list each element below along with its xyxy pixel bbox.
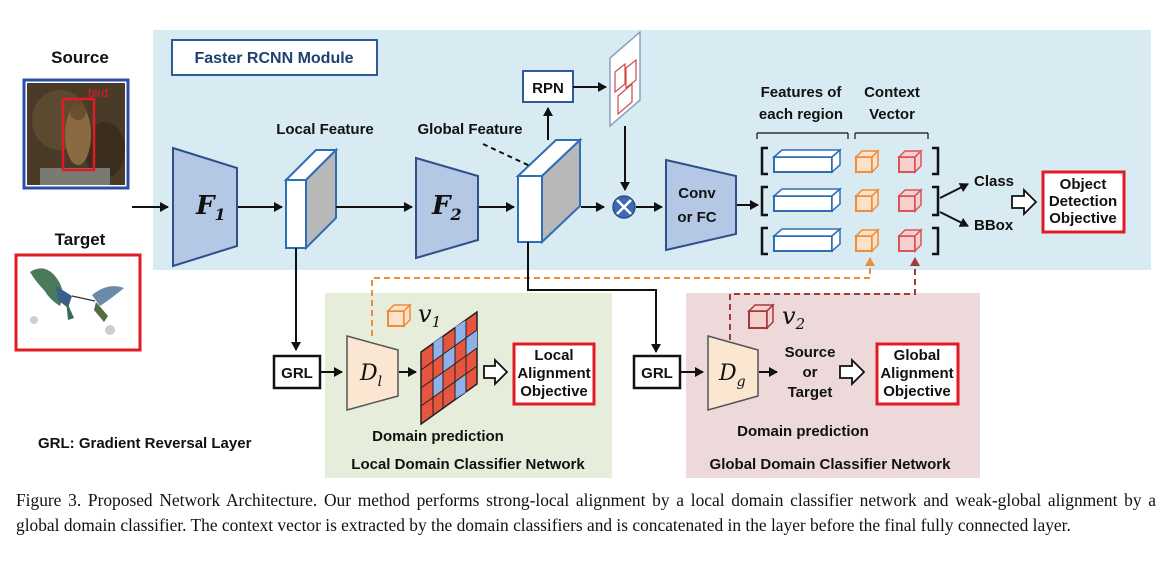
object-objective-line1: Object [1060, 176, 1107, 193]
grl-local-label: GRL [281, 365, 313, 382]
figure-caption: Figure 3. Proposed Network Architecture.… [16, 490, 1156, 535]
dg-label: Dg [718, 361, 746, 390]
global-alignment-objective-box [875, 342, 960, 406]
hollow-arrow-local [483, 357, 509, 387]
context-vector-label-line1: Context [864, 84, 920, 101]
red-cube-1 [897, 149, 923, 174]
source-or-target-line1: Source [785, 344, 836, 361]
f1-label: F1 [195, 191, 226, 224]
context-cubes [854, 149, 923, 253]
orange-cube-1 [854, 149, 880, 174]
target-image [14, 253, 142, 352]
f2-label: F2 [431, 191, 462, 224]
orange-cube-2 [854, 188, 880, 213]
global-network-title: Global Domain Classifier Network [710, 456, 952, 473]
object-detection-objective-box [1041, 170, 1126, 234]
domain-prediction-local: Domain prediction [372, 428, 504, 445]
v2-cube-icon [747, 303, 775, 330]
source-label: Source [51, 48, 109, 67]
local-network-title: Local Domain Classifier Network [351, 456, 585, 473]
faster-rcnn-title-box [171, 39, 378, 76]
faster-rcnn-title: Faster RCNN Module [194, 50, 353, 67]
grl-legend: GRL: Gradient Reversal Layer [38, 435, 252, 452]
local-domain-heatmap [420, 310, 478, 426]
local-feature-block [283, 147, 339, 251]
local-objective-line3: Objective [520, 383, 588, 400]
features-label-line1: Features of [761, 84, 843, 101]
context-vector-label-line2: Vector [869, 106, 915, 123]
source-or-target-line3: Target [788, 384, 833, 401]
bbox-label: BBox [974, 217, 1014, 234]
object-objective-line3: Objective [1049, 210, 1117, 227]
v1-cube-icon [386, 303, 412, 328]
local-alignment-objective-box [512, 342, 596, 406]
target-label: Target [55, 230, 106, 249]
v2-label: v2 [782, 302, 805, 333]
global-feature-block [515, 137, 583, 245]
global-objective-line3: Objective [883, 383, 951, 400]
conv-fc-label-line2: or FC [677, 209, 716, 226]
object-objective-line2: Detection [1049, 193, 1117, 210]
rpn-label: RPN [532, 80, 564, 97]
features-label-line2: each region [759, 106, 843, 123]
hollow-arrow-global [839, 357, 866, 387]
grl-global-label: GRL [641, 365, 673, 382]
grl-local-box [272, 354, 322, 390]
red-cube-2 [897, 188, 923, 213]
dl-block [346, 335, 399, 411]
bird-tag: bird [88, 86, 108, 100]
source-image: bird [22, 78, 130, 190]
hollow-arrow-object [1011, 187, 1038, 217]
region-proposals-icon [609, 30, 641, 128]
conv-fc-block [665, 158, 737, 252]
v1-label: v1 [418, 300, 441, 331]
red-cube-3 [897, 228, 923, 253]
f2-block [415, 156, 479, 260]
global-objective-line1: Global [894, 347, 941, 364]
conv-fc-label-line1: Conv [678, 185, 716, 202]
roi-pooling-operator [612, 195, 636, 219]
region-feature-rows [760, 146, 940, 256]
orange-cube-3 [854, 228, 880, 253]
local-feature-label: Local Feature [276, 121, 374, 138]
rpn-box [522, 70, 574, 103]
source-or-target-line2: or [803, 364, 818, 381]
class-label: Class [974, 173, 1014, 190]
domain-prediction-global: Domain prediction [737, 423, 869, 440]
dg-block [707, 335, 759, 411]
f1-block [172, 146, 238, 268]
local-objective-line1: Local [534, 347, 573, 364]
dl-label: Dl [359, 361, 382, 390]
global-feature-label: Global Feature [417, 121, 522, 138]
global-objective-line2: Alignment [880, 365, 953, 382]
local-objective-line2: Alignment [517, 365, 590, 382]
